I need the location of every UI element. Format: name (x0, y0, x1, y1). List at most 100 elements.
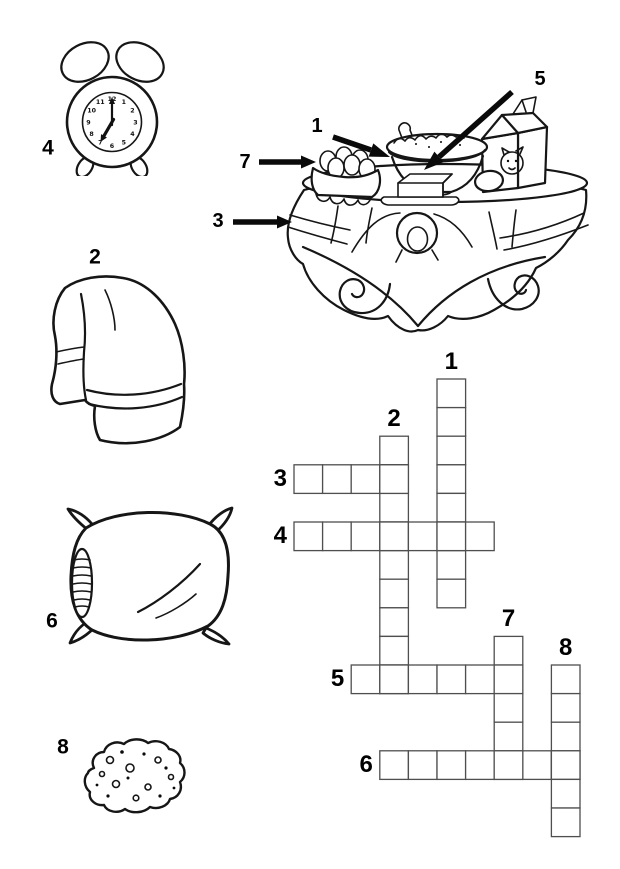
svg-text:11: 11 (96, 99, 105, 106)
crossword-cell-2-8[interactable] (379, 635, 410, 666)
arrow-to-eggs (301, 155, 316, 169)
towel-drawing (50, 275, 186, 445)
breakfast-table-drawing (233, 89, 589, 333)
cookie-crumbs (95, 750, 176, 798)
picture-number-alarm-clock: 4 (42, 136, 54, 160)
crossword-cell-5-3[interactable] (407, 664, 438, 695)
towel-flap-stripe (55, 346, 85, 365)
crossword-number-4: 4 (273, 522, 287, 550)
crossword-cell-2-5[interactable] (379, 549, 410, 580)
crossword-cell-7-1[interactable] (493, 635, 524, 666)
crossword-cell-7-5[interactable] (493, 750, 524, 781)
crossword-cell-5-5[interactable] (464, 664, 495, 695)
crossword-number-2: 2 (387, 405, 401, 433)
crossword-cell-7-2[interactable] (493, 664, 524, 695)
svg-text:8: 8 (89, 131, 93, 138)
cookie-chips (98, 755, 175, 802)
picture-number-pillow: 6 (46, 609, 58, 633)
tablecloth-circle-ornament (395, 211, 439, 255)
crossword-cell-4-6[interactable] (436, 521, 467, 552)
breakfast-table-picture (210, 58, 612, 344)
porridge (393, 133, 465, 144)
alarm-clock-drawing: 121234567891011 (60, 41, 165, 176)
picture-number-cookie: 8 (57, 735, 69, 759)
crossword-cell-4-2[interactable] (321, 521, 352, 552)
crossword-cell-4-3[interactable] (350, 521, 381, 552)
crossword-cell-4-5[interactable] (407, 521, 438, 552)
crossword-cell-1-7[interactable] (436, 549, 467, 580)
arrow-to-butter (424, 151, 444, 170)
crossword-cell-6-3[interactable] (436, 750, 467, 781)
crossword-cell-2-1[interactable] (379, 435, 410, 466)
crossword-cell-1-1[interactable] (436, 378, 467, 409)
crossword-cells (293, 378, 581, 838)
crossword-cell-4-4[interactable] (379, 521, 410, 552)
crossword-cell-7-3[interactable] (493, 692, 524, 723)
svg-text:1: 1 (122, 99, 126, 106)
crossword-cell-3-1[interactable] (293, 464, 324, 495)
crossword-cell-8-6[interactable] (550, 807, 581, 838)
svg-text:7: 7 (98, 140, 102, 147)
crossword-cell-2-7[interactable] (379, 607, 410, 638)
crossword-cell-4-1[interactable] (293, 521, 324, 552)
egg-on-table (473, 169, 505, 193)
pillow-tuft (201, 626, 231, 646)
pillow-drawing (66, 506, 234, 646)
svg-text:5: 5 (122, 140, 126, 147)
pillow-tuft (66, 507, 94, 532)
crossword-cell-5-2[interactable] (379, 664, 410, 695)
arrow-to-porridge (368, 143, 390, 157)
crossword-cell-3-4[interactable] (379, 464, 410, 495)
svg-text:4: 4 (130, 131, 135, 138)
crossword-cell-8-1[interactable] (550, 664, 581, 695)
alarm-clock-picture: 121234567891011 (55, 36, 170, 176)
crossword-cell-1-3[interactable] (436, 435, 467, 466)
crossword-cell-3-2[interactable] (321, 464, 352, 495)
crossword-cell-8-5[interactable] (550, 778, 581, 809)
crossword-cell-6-6[interactable] (522, 750, 553, 781)
crossword-cell-5-1[interactable] (350, 664, 381, 695)
crossword-cell-2-6[interactable] (379, 578, 410, 609)
crossword-cell-1-2[interactable] (436, 406, 467, 437)
callout-arrows (233, 89, 514, 229)
crossword-number-1: 1 (444, 348, 458, 375)
cookie-drawing (83, 738, 186, 814)
crossword-cell-5-4[interactable] (436, 664, 467, 695)
crossword-cell-2-3[interactable] (379, 492, 410, 523)
crossword-cell-1-8[interactable] (436, 578, 467, 609)
tablecloth (286, 175, 589, 333)
towel-stripe-1 (85, 382, 183, 396)
crossword-number-5: 5 (330, 665, 345, 693)
alarm-bells-icon (60, 41, 165, 83)
picture-number-towel: 2 (89, 245, 101, 269)
crossword-cell-4-7[interactable] (464, 521, 495, 552)
crossword-cell-1-5[interactable] (436, 492, 467, 523)
crossword-cell-6-1[interactable] (379, 750, 410, 781)
crossword-cell-8-2[interactable] (550, 692, 581, 723)
crossword-number-8: 8 (559, 634, 573, 661)
towel-stripe-2 (87, 395, 184, 410)
cookie-picture (72, 730, 197, 820)
crossword-cell-3-3[interactable] (350, 464, 381, 495)
butter-dish (380, 173, 460, 206)
crossword-cell-6-2[interactable] (407, 750, 438, 781)
svg-text:10: 10 (87, 108, 96, 115)
crossword-cell-6-4[interactable] (464, 750, 495, 781)
svg-text:9: 9 (86, 119, 90, 126)
egg-tray (310, 146, 382, 206)
callout-number-porridge: 1 (311, 115, 323, 137)
tablecloth-right-swirl (486, 274, 540, 311)
pillow-crease (136, 562, 202, 614)
pillow-picture (58, 500, 238, 652)
crossword-number-7: 7 (501, 605, 516, 633)
crossword-cell-8-4[interactable] (550, 750, 581, 781)
crossword-cell-1-4[interactable] (436, 464, 467, 495)
svg-text:3: 3 (133, 119, 137, 126)
crossword-cell-8-3[interactable] (550, 721, 581, 752)
crossword-cell-7-4[interactable] (493, 721, 524, 752)
towel-picture (45, 270, 195, 448)
tablecloth-left-swirl (338, 278, 392, 315)
callout-number-table: 3 (212, 210, 224, 232)
